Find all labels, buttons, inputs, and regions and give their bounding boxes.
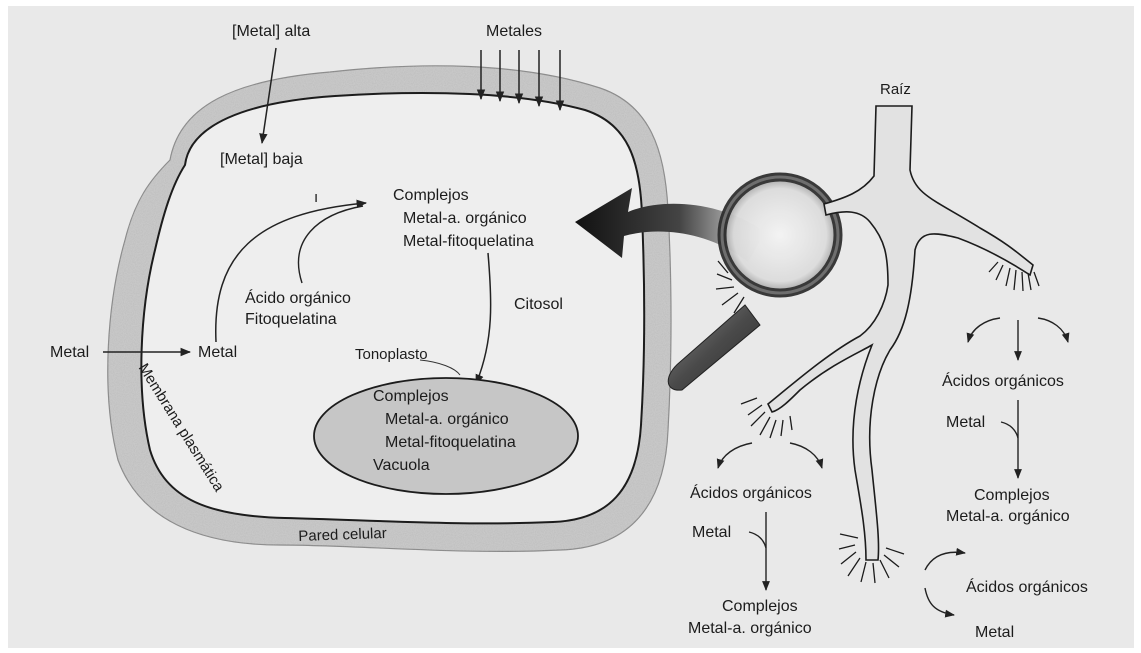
metals-entry-label: Metales [486,22,542,41]
tip-metal: Metal [975,623,1014,642]
tip-acids: Ácidos orgánicos [966,578,1088,597]
left-branch-complexes: Complejos [722,597,798,616]
vacuole-complex-phytochelatin: Metal-fitoquelatina [385,433,516,452]
right-branch-complex: Metal-a. orgánico [946,507,1070,526]
phytochelatin-label: Fitoquelatina [245,310,337,329]
right-branch-complexes: Complejos [974,486,1050,505]
left-branch-complex: Metal-a. orgánico [688,619,812,638]
cytosol-complex-organic-acid: Metal-a. orgánico [403,209,527,228]
organic-acid-label: Ácido orgánico [245,289,351,308]
right-branch-acids: Ácidos orgánicos [942,372,1064,391]
metal-high-label: [Metal] alta [232,22,310,41]
vacuole-complexes-title: Complejos [373,387,449,406]
dot-mark: ı [314,188,318,207]
vacuole-label: Vacuola [373,456,430,475]
cell [103,48,671,551]
left-branch-acids: Ácidos orgánicos [690,484,812,503]
metal-inside-label: Metal [198,343,237,362]
tonoplast-label: Tonoplasto [355,345,428,364]
root-label: Raíz [880,80,911,99]
cell-wall-label: Pared celular [298,524,387,546]
metal-outside-label: Metal [50,343,89,362]
vacuole-complex-organic-acid: Metal-a. orgánico [385,410,509,429]
cytosol-complexes-title: Complejos [393,186,469,205]
right-branch-metal: Metal [946,413,985,432]
left-branch-metal: Metal [692,523,731,542]
cytosol-complex-phytochelatin: Metal-fitoquelatina [403,232,534,251]
cytosol-label: Citosol [514,295,563,314]
metal-low-label: [Metal] baja [220,150,303,169]
